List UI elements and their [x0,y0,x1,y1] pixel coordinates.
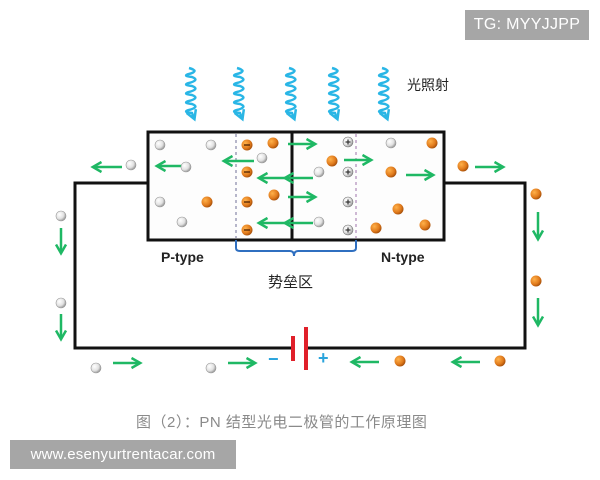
electron-particle [530,275,542,287]
light-wave-icon [377,66,391,122]
hole-particle [205,362,217,374]
light-wave-icon [232,66,246,122]
hole-particle [154,139,166,151]
watermark-bottom: www.esenyurtrentacar.com [10,440,236,469]
hole-particle [313,166,325,178]
hole-particle [125,159,137,171]
light-wave-icon [327,66,341,122]
electron-particle [530,188,542,200]
negative-ion [241,224,253,236]
electron-particle [457,160,469,172]
electron-particle [267,137,279,149]
positive-ion [342,166,354,178]
hole-particle [90,362,102,374]
electron-particle [385,166,397,178]
figure-caption: 图（2）：PN 结型光电二极管的工作原理图 [136,414,428,431]
positive-ion [342,136,354,148]
carrier-flow-arrows [54,137,545,370]
electron-particle [201,196,213,208]
electron-particle [326,155,338,167]
negative-ion [241,196,253,208]
hole-particle [313,216,325,228]
electron-particle [394,355,406,367]
hole-particle [205,139,217,151]
electron-particle [370,222,382,234]
positive-ion [342,224,354,236]
hole-particle [176,216,188,228]
negative-ion [241,139,253,151]
electron-particle [426,137,438,149]
light-wave-icon [184,66,198,122]
hole-particle [154,196,166,208]
depletion-bracket [235,240,357,257]
electron-particle [494,355,506,367]
charge-carriers [55,136,542,374]
negative-ion [241,166,253,178]
negative-terminal-sign: − [268,349,279,369]
light-wave-icon [284,66,298,122]
p-type-label: P-type [161,249,204,265]
circuit-wire [73,181,527,350]
positive-ion [342,196,354,208]
electron-particle [419,219,431,231]
battery-icon [291,327,308,370]
hole-particle [180,161,192,173]
electron-particle [268,189,280,201]
hole-particle [55,297,67,309]
n-type-label: N-type [381,249,425,265]
light-waves [184,66,391,122]
positive-terminal-sign: + [318,348,329,368]
light-label: 光照射 [407,77,449,93]
hole-particle [385,137,397,149]
watermark-top: TG: MYYJJPP [465,10,589,40]
hole-particle [256,152,268,164]
depletion-region-label: 势垒区 [268,274,314,291]
hole-particle [55,210,67,222]
electron-particle [392,203,404,215]
